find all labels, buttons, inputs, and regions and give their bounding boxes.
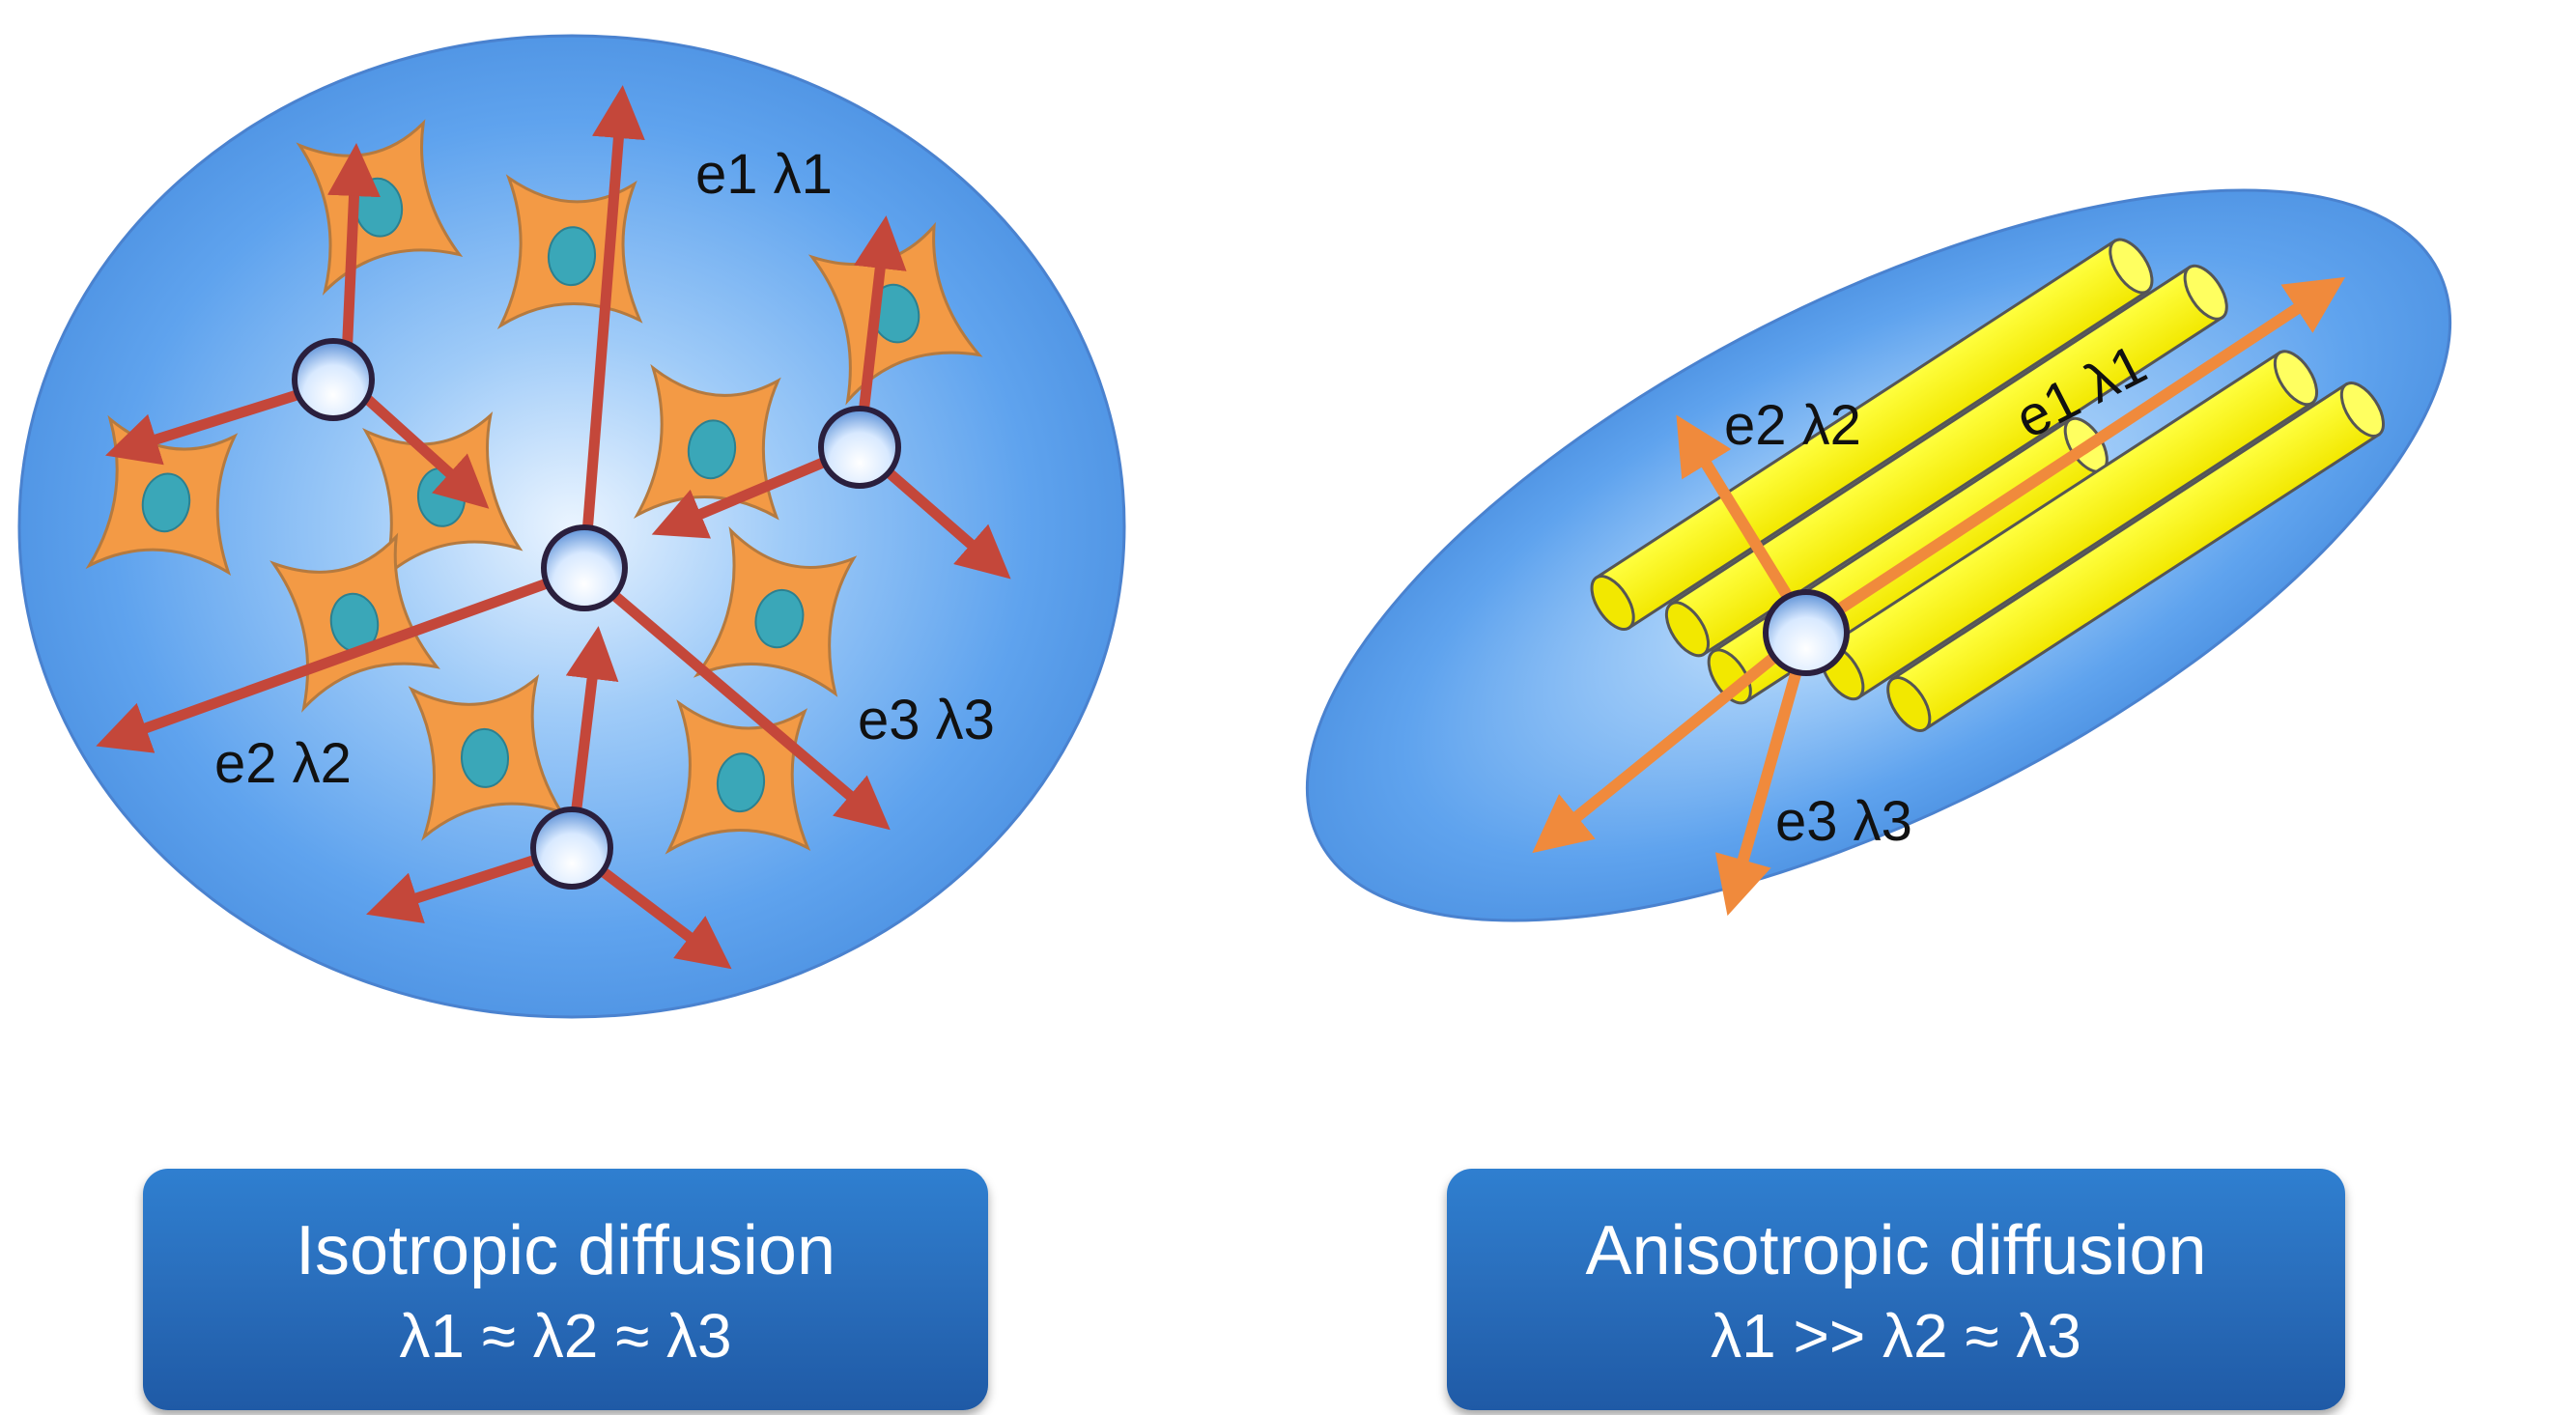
diffusion-node bbox=[1763, 589, 1850, 676]
diffusion-node bbox=[818, 406, 901, 489]
anisotropic-e3-label: e3 λ3 bbox=[1775, 790, 1912, 853]
red-arrow bbox=[96, 564, 590, 753]
diffusion-node bbox=[541, 524, 628, 611]
isotropic-caption-box: Isotropic diffusion λ1 ≈ λ2 ≈ λ3 bbox=[143, 1169, 988, 1410]
red-arrow bbox=[579, 85, 645, 576]
diffusion-node bbox=[292, 338, 375, 421]
diffusion-node bbox=[530, 807, 613, 890]
isotropic-panel: e1 λ1 e2 λ2 e3 λ3 bbox=[17, 34, 1126, 1019]
anisotropic-caption-equation: λ1 >> λ2 ≈ λ3 bbox=[1711, 1301, 2081, 1371]
orange-arrow-e1-reverse bbox=[1532, 624, 1814, 854]
isotropic-e3-label: e3 λ3 bbox=[858, 689, 995, 751]
fiber bbox=[1664, 264, 2228, 658]
anisotropic-caption-title: Anisotropic diffusion bbox=[1585, 1212, 2207, 1289]
fiber bbox=[1820, 350, 2319, 701]
isotropic-e1-label: e1 λ1 bbox=[695, 143, 833, 206]
orange-arrow-e1 bbox=[1802, 276, 2346, 636]
anisotropic-e2-label: e2 λ2 bbox=[1724, 394, 1861, 457]
fiber bbox=[1886, 382, 2385, 732]
isotropic-caption-title: Isotropic diffusion bbox=[296, 1212, 835, 1289]
anisotropic-caption-box: Anisotropic diffusion λ1 >> λ2 ≈ λ3 bbox=[1447, 1169, 2345, 1410]
fiber bbox=[1590, 238, 2154, 631]
isotropic-e2-label: e2 λ2 bbox=[214, 732, 352, 795]
isotropic-caption-equation: λ1 ≈ λ2 ≈ λ3 bbox=[399, 1301, 732, 1371]
anisotropic-panel: e1 λ1 e2 λ2 e3 λ3 bbox=[1305, 188, 2452, 922]
fiber-bundle bbox=[1590, 238, 2385, 732]
red-arrow bbox=[579, 564, 891, 831]
